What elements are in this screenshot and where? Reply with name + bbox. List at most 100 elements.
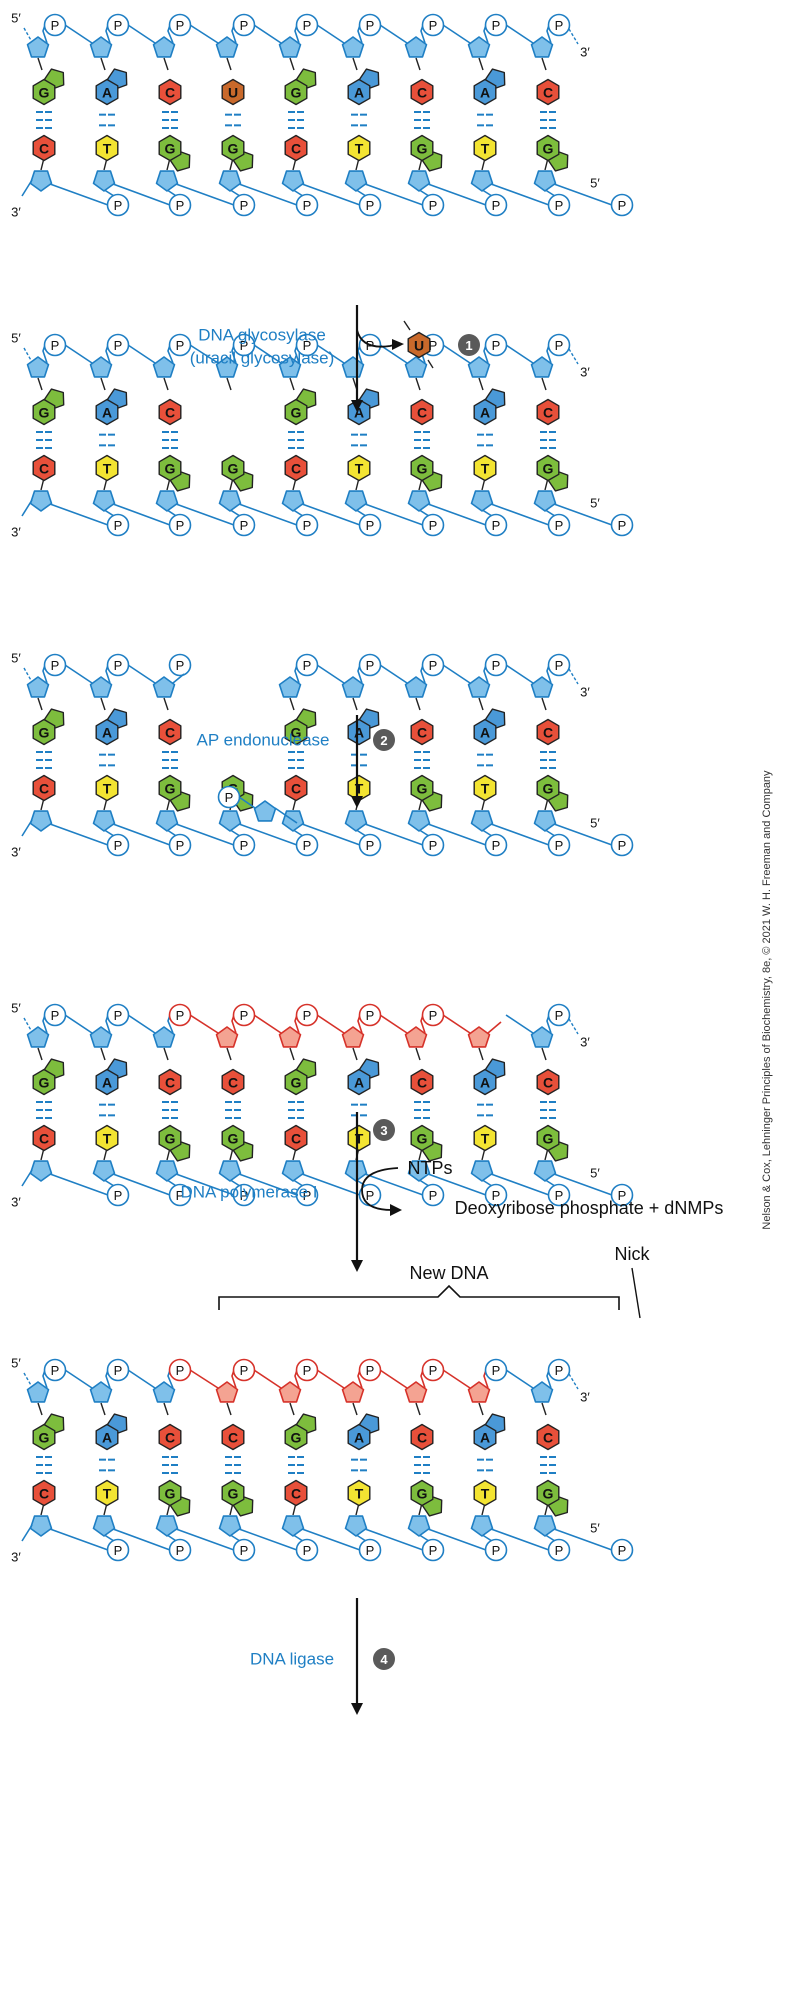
base-bottom-G-ring — [536, 454, 560, 482]
phosphate-label: P — [176, 1008, 185, 1023]
step-1-enzyme-line2: (uracil glycosylase) — [190, 349, 335, 368]
sugar — [281, 490, 305, 512]
sugar — [152, 356, 176, 378]
phosphate-label: P — [114, 838, 123, 853]
phosphate-label: P — [176, 18, 185, 33]
phosphate — [295, 1183, 319, 1207]
glycosidic-bond — [163, 377, 169, 391]
phosphate — [168, 333, 192, 357]
phosphate-label: P — [492, 1363, 501, 1378]
glycosidic-bond — [37, 1402, 43, 1416]
phosphate — [421, 1003, 445, 1027]
sugar — [407, 1160, 431, 1182]
hydrogen-bonds — [351, 753, 367, 767]
phosphate-label: P — [555, 518, 564, 533]
phosphate — [232, 333, 256, 357]
base-bottom-G-ring — [221, 454, 245, 482]
phosphate-label: P — [240, 838, 249, 853]
glycosidic-bond — [226, 1402, 232, 1416]
phosphate — [168, 833, 192, 857]
sugar — [29, 1160, 53, 1182]
base-top-C-ring — [536, 718, 560, 746]
base-bottom-G-ring — [158, 454, 182, 482]
base-bottom-T-letter: T — [355, 1131, 364, 1147]
phosphate — [106, 1538, 130, 1562]
sugar — [404, 1026, 428, 1048]
backbone-link — [427, 503, 487, 526]
base-top-A-letter: A — [102, 1075, 112, 1091]
glycosidic-bond — [226, 1047, 232, 1061]
backbone-link — [427, 823, 487, 846]
phosphate-label: P — [114, 1188, 123, 1203]
phosphate-label: P — [555, 198, 564, 213]
five-prime-label: 5′ — [11, 1001, 21, 1016]
three-prime-label: 3′ — [11, 1550, 21, 1565]
glycosidic-bond — [37, 697, 43, 711]
backbone-link — [238, 823, 298, 846]
backbone-link — [127, 1369, 156, 1389]
hydrogen-bonds — [288, 751, 304, 769]
release-arrow — [356, 329, 399, 348]
phosphate-label: P — [240, 18, 249, 33]
phosphate-label: P — [555, 338, 564, 353]
base-bottom-T-ring — [473, 1479, 497, 1507]
five-prime-label: 5′ — [11, 651, 21, 666]
phosphate — [421, 13, 445, 37]
phosphate — [106, 833, 130, 857]
sugar — [89, 1026, 113, 1048]
glycosidic-bond — [415, 1402, 421, 1416]
base-top-G-ring — [32, 1068, 56, 1096]
base-top-C-ring — [410, 1068, 434, 1096]
backbone-link — [49, 823, 109, 846]
base-bottom-C-ring — [284, 1124, 308, 1152]
phosphate — [232, 1538, 256, 1562]
phosphate-label: P — [176, 198, 185, 213]
phosphate — [295, 1538, 319, 1562]
glycosidic-bond — [289, 1402, 295, 1416]
glycosidic-bond — [289, 697, 295, 711]
sugar — [29, 1515, 53, 1537]
backbone-link — [301, 823, 361, 846]
sugar — [89, 676, 113, 698]
backbone-link — [316, 1369, 345, 1389]
backbone-link — [238, 503, 298, 526]
phosphate — [106, 193, 130, 217]
base-bottom-G-ring — [410, 774, 434, 802]
new-dna-bracket — [218, 1284, 620, 1310]
arrow-head — [351, 1703, 363, 1715]
backbone-link — [64, 664, 93, 684]
phosphate-label: P — [618, 198, 627, 213]
phosphate — [610, 1538, 634, 1562]
phosphate — [168, 13, 192, 37]
sugar — [533, 1160, 557, 1182]
base-bottom-T-ring — [473, 454, 497, 482]
sugar — [92, 1160, 116, 1182]
base-top-C-letter: C — [165, 405, 175, 421]
phosphate — [421, 193, 445, 217]
base-bottom-G-ring — [410, 1124, 434, 1152]
base-bottom-G-letter: G — [228, 461, 239, 477]
base-bottom-T-letter: T — [355, 1486, 364, 1502]
three-prime-label: 3′ — [11, 845, 21, 860]
sugar — [341, 1026, 365, 1048]
phosphate-label: P — [240, 1188, 249, 1203]
base-top-G-letter: G — [39, 1430, 50, 1446]
phosphate — [610, 513, 634, 537]
hydrogen-bonds — [288, 111, 304, 129]
sugar — [278, 36, 302, 58]
base-top-G-ring — [32, 398, 56, 426]
base-top-C-ring — [410, 718, 434, 746]
base-top-A-ring — [347, 1423, 371, 1451]
phosphate — [295, 653, 319, 677]
backbone-link — [553, 823, 613, 846]
sugar — [155, 810, 179, 832]
phosphate — [232, 1003, 256, 1027]
phosphate-label: P — [240, 1363, 249, 1378]
side-arrow — [361, 1167, 399, 1211]
base-bottom-G-ring — [158, 1479, 182, 1507]
phosphate-label: P — [366, 1363, 375, 1378]
glycosidic-bond — [37, 1047, 43, 1061]
base-bottom-G-letter: G — [165, 781, 176, 797]
base-top-A-ring — [473, 78, 497, 106]
sugar — [341, 356, 365, 378]
